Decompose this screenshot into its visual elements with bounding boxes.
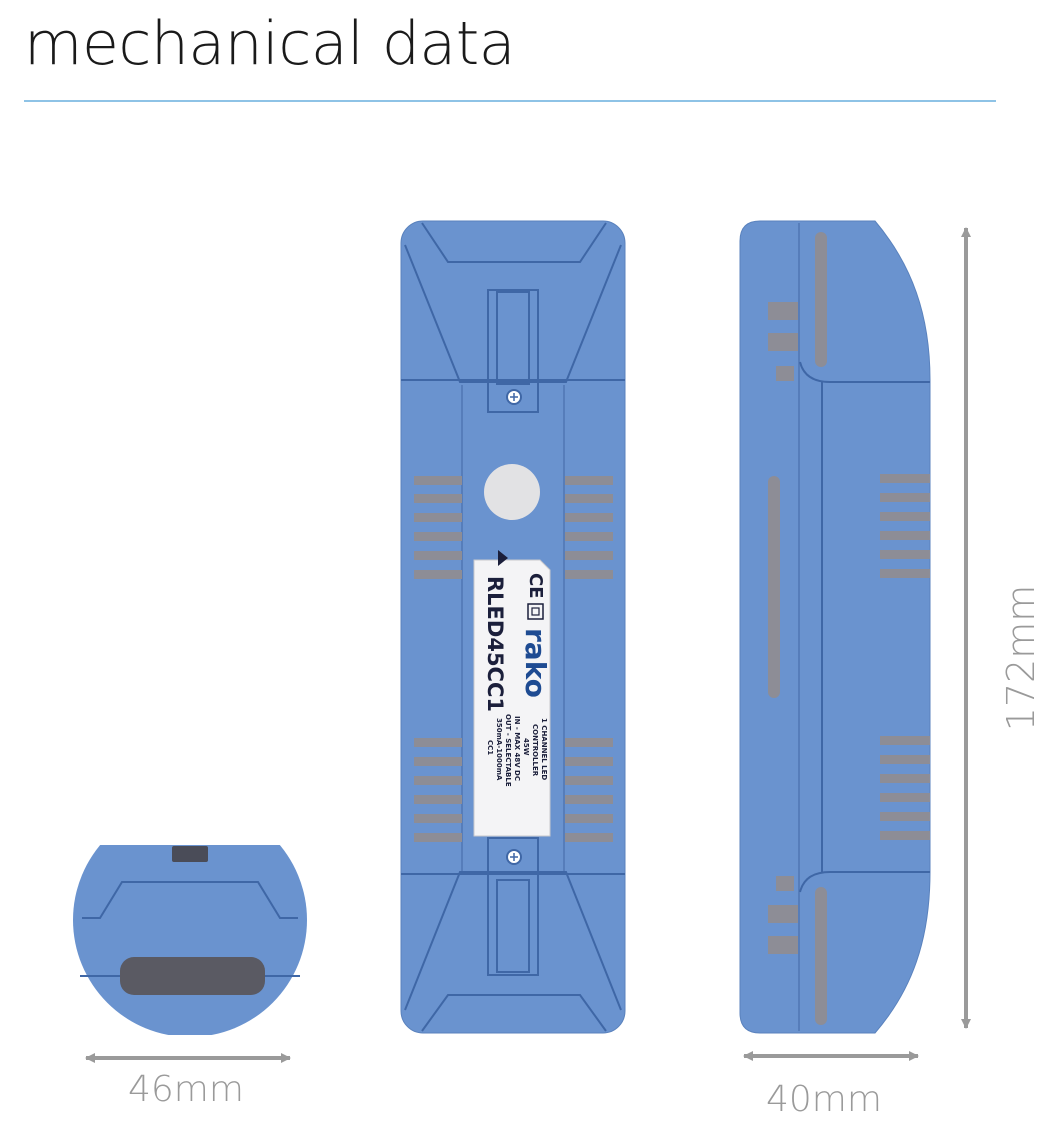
vent-slots-front-left-lower (414, 738, 462, 842)
vent-slots-side-upper (880, 474, 930, 578)
width-label: 46mm (128, 1069, 244, 1110)
spec-line-3: 45W (522, 738, 530, 756)
end-view-tab (172, 846, 208, 862)
spec-line-6: 350mA-1000mA (495, 718, 503, 781)
side-view-body (739, 220, 931, 1034)
led-window (484, 464, 540, 520)
vent-slots-side-lower (880, 736, 930, 840)
front-view: CE rako RLED45CC1 1 CHANNEL LED CONTROLL… (400, 220, 626, 1034)
model-number: RLED45CC1 (483, 576, 507, 712)
side-terminal-blocks-bottom (768, 876, 798, 954)
class2-icon (527, 603, 544, 620)
side-terminal-blocks-top (768, 302, 798, 381)
product-label (473, 559, 551, 837)
warning-icon (498, 550, 508, 566)
spec-line-1: 1 CHANNEL LED (540, 718, 548, 780)
page-title: mechanical data (24, 9, 516, 79)
vent-slots-front-right-lower (565, 738, 613, 842)
vent-slots-front-right-upper (565, 476, 613, 579)
label-text-group: CE rako RLED45CC1 1 CHANNEL LED CONTROLL… (483, 550, 552, 787)
end-view-body (73, 845, 307, 1035)
spec-line-5: OUT - SELECTABLE (504, 714, 512, 787)
vent-slots-front-left-upper (414, 476, 462, 579)
end-view-bevel (82, 881, 298, 919)
title-underline (24, 100, 996, 102)
side-view (739, 220, 931, 1034)
brand-logo-text: rako (519, 628, 552, 698)
spec-line-2: CONTROLLER (531, 724, 539, 777)
end-view-cable-port (120, 957, 265, 995)
side-slot-middle (768, 476, 780, 698)
depth-label: 40mm (766, 1079, 882, 1120)
ce-mark: CE (525, 573, 546, 599)
side-slot-top (815, 232, 827, 367)
side-slot-bottom (815, 887, 827, 1025)
spec-line-4: IN - MAX 48V DC (513, 716, 521, 781)
spec-line-7: CC1 (486, 740, 494, 755)
length-label: 172mm (999, 585, 1043, 732)
end-view (73, 845, 307, 1035)
